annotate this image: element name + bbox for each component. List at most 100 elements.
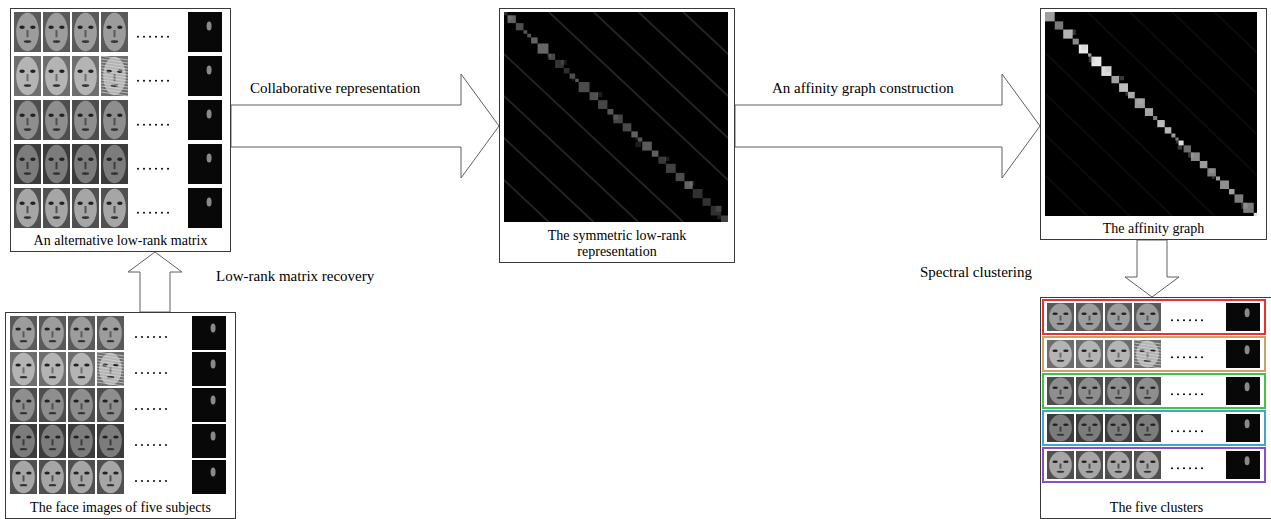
error-image [1226, 377, 1260, 405]
face-photo [14, 12, 41, 52]
ellipsis-dot [155, 36, 157, 38]
face-photo [43, 56, 70, 96]
error-spot [211, 359, 216, 368]
face-eye [1063, 423, 1068, 426]
face-mouth [78, 484, 86, 486]
face-nose [81, 439, 83, 445]
matrix-block [531, 37, 537, 43]
face-images-panel: The face images of five subjects [5, 312, 236, 519]
face-eye [1110, 460, 1115, 463]
face-photo [97, 424, 124, 458]
matrix-block [638, 137, 642, 141]
matrix-block [579, 82, 590, 92]
ellipsis-dot [165, 408, 167, 410]
face-eye [30, 69, 35, 73]
matrix-band [1045, 53, 1215, 216]
ellipsis-dot [153, 408, 155, 410]
face-skin [12, 389, 35, 422]
ellipsis-dot [1177, 393, 1179, 395]
face-eye [1150, 386, 1155, 389]
ellipsis-dot [155, 212, 157, 214]
face-eye [117, 201, 122, 205]
face-mouth [1086, 471, 1094, 473]
ellipsis-dot [143, 168, 145, 170]
face-photo [14, 188, 41, 228]
face-eye [59, 157, 64, 161]
matrix-band [1045, 175, 1087, 216]
face-mouth [111, 40, 119, 43]
face-mouth [49, 484, 57, 486]
matrix-block [1088, 53, 1091, 56]
face-eye [59, 25, 64, 29]
ellipsis-dot [1177, 356, 1179, 358]
ellipsis-dot [153, 336, 155, 338]
face-photo [72, 144, 99, 184]
face-mouth [20, 448, 28, 450]
face-eye [1092, 386, 1097, 389]
face-photo [10, 424, 37, 458]
matrix-block [547, 54, 551, 58]
matrix-block [1254, 213, 1257, 216]
matrix-block [1167, 127, 1171, 131]
face-nose [23, 439, 25, 445]
caption-block: The five clusters [1041, 500, 1271, 516]
face-eye [1052, 423, 1057, 426]
face-photo [39, 352, 66, 386]
ellipsis-dot [161, 124, 163, 126]
face-eye [102, 399, 107, 402]
face-photo [1076, 377, 1103, 405]
matrix-block [1157, 120, 1164, 127]
face-eye [73, 363, 78, 366]
face-eye [77, 69, 82, 73]
face-skin [74, 101, 97, 139]
ellipsis-dot [135, 408, 137, 410]
affinity-graph-panel: The affinity graph [1040, 8, 1267, 240]
face-nose [85, 30, 87, 37]
ellipsis-dot [1201, 393, 1203, 395]
matrix-block [1241, 203, 1247, 209]
face-mouth [1144, 323, 1152, 325]
face-photo [101, 188, 128, 228]
matrix-block [538, 43, 549, 53]
ellipsis-dot [161, 168, 163, 170]
face-skin [1078, 415, 1101, 442]
face-mouth [107, 412, 115, 414]
ellipsis-dot [167, 168, 169, 170]
face-skin [1136, 304, 1159, 331]
matrix-band [683, 12, 728, 54]
face-mouth [24, 172, 32, 175]
error-spot [211, 395, 216, 404]
ellipsis-dot [1195, 430, 1197, 432]
face-skin [1078, 452, 1101, 479]
face-skin [1049, 341, 1072, 368]
matrix-block [561, 60, 566, 65]
face-nose [1147, 464, 1149, 469]
face-skin [103, 145, 126, 183]
face-eye [1110, 386, 1115, 389]
face-photo [1076, 414, 1103, 442]
face-photo [1105, 303, 1132, 331]
matrix-block [1216, 176, 1220, 180]
ellipsis-dot [141, 372, 143, 374]
ellipsis-dot [137, 80, 139, 82]
face-eye [1110, 423, 1115, 426]
face-skin [41, 317, 64, 350]
matrix-block [1176, 141, 1179, 144]
ellipsis-dot [161, 212, 163, 214]
face-mouth [111, 216, 119, 219]
error-spot [207, 198, 212, 207]
matrix-block [527, 34, 531, 38]
face-eye [77, 157, 82, 161]
ellipsis-dot [1177, 467, 1179, 469]
matrix-block [1178, 145, 1182, 149]
face-eye [1139, 423, 1144, 426]
face-mouth [1115, 434, 1123, 436]
ellipsis-dot [147, 372, 149, 374]
face-eye [102, 435, 107, 438]
face-nose [1118, 464, 1120, 469]
matrix-block [721, 215, 728, 222]
face-eye [1139, 386, 1144, 389]
face-photo [1105, 340, 1132, 368]
face-eye [117, 157, 122, 161]
error-image [188, 144, 222, 184]
